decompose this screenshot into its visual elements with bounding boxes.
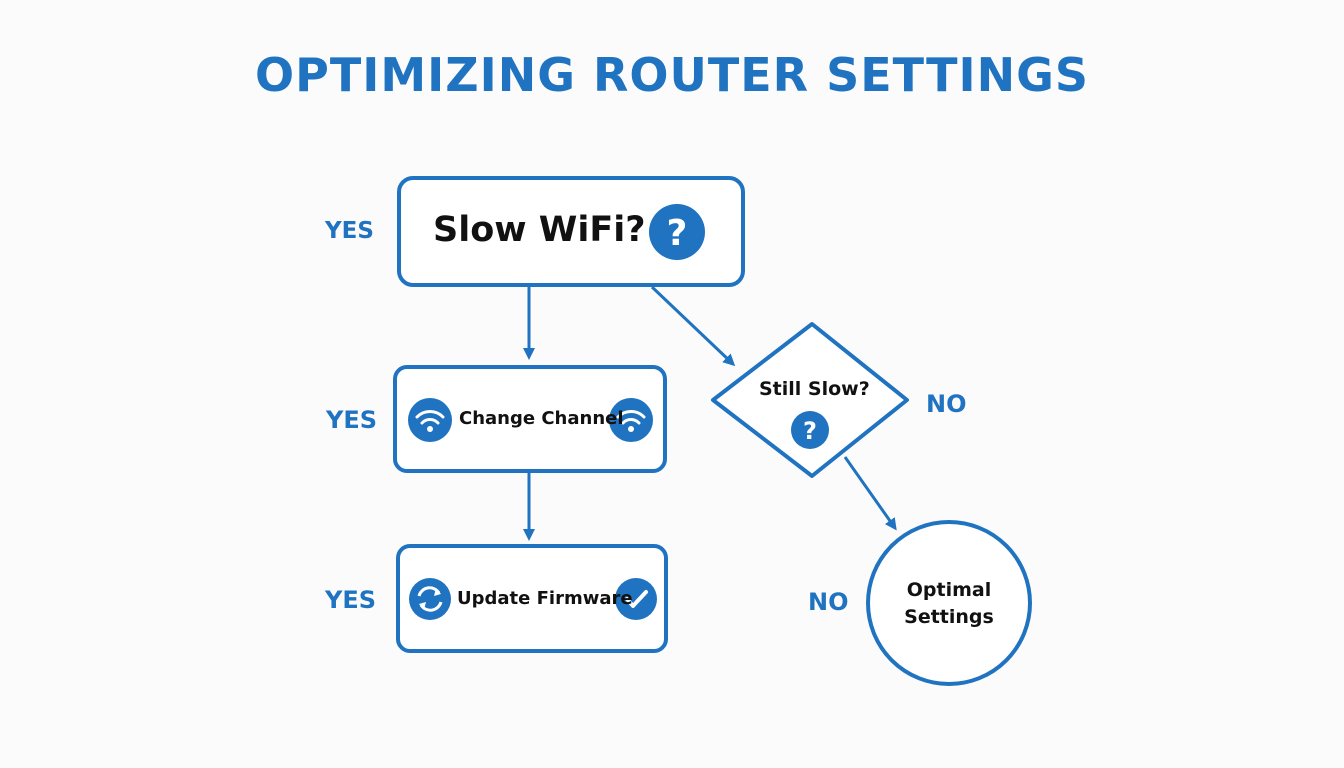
refresh-icon (409, 578, 451, 620)
still-slow-label: Still Slow? (759, 378, 870, 400)
optimal-settings-circle (866, 520, 1032, 686)
yes-label: YES (325, 586, 377, 614)
no-label: NO (808, 588, 849, 616)
change-channel-label: Change Channel (459, 408, 624, 429)
yes-label: YES (326, 406, 378, 434)
arrow-slowwifi-to-stillslow (650, 285, 736, 367)
wifi-icon (408, 398, 452, 442)
wifi-icon (609, 398, 653, 442)
svg-text:?: ? (803, 417, 817, 445)
svg-text:?: ? (667, 213, 688, 254)
change-channel-box (393, 365, 667, 473)
optimal-label-line1: Optimal (906, 579, 992, 601)
optimal-label-line2: Settings (904, 606, 994, 628)
check-icon (615, 578, 657, 620)
update-firmware-box (396, 544, 668, 653)
diagram-title: OPTIMIZING ROUTER SETTINGS (255, 48, 1089, 102)
update-firmware-label: Update Firmware (457, 588, 633, 609)
still-slow-diamond (711, 322, 909, 478)
slow-wifi-box (397, 176, 745, 287)
yes-label: YES (325, 218, 374, 244)
question-icon: ? (791, 411, 829, 449)
question-icon: ? (649, 204, 705, 260)
slow-wifi-label: Slow WiFi? (433, 210, 646, 250)
no-label: NO (926, 390, 967, 418)
arrow-stillslow-to-optimal (843, 456, 897, 531)
